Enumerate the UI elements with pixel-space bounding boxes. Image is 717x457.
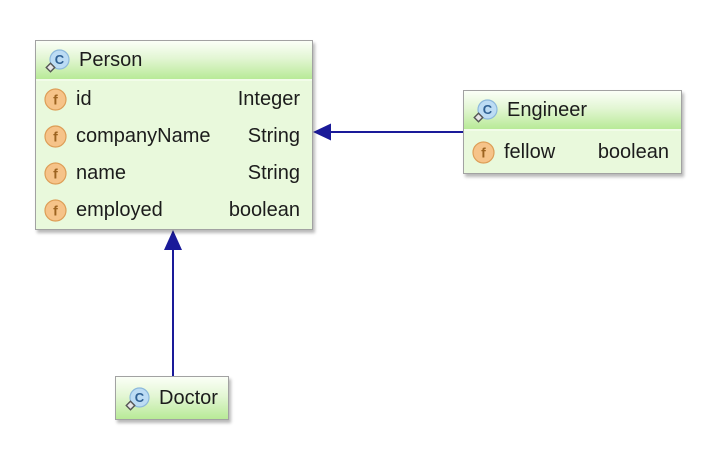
field-icon-letter: f (53, 203, 58, 219)
class-header-person[interactable]: C Person (36, 41, 312, 81)
field-type: Integer (237, 88, 300, 110)
class-title: Person (79, 48, 143, 71)
class-box-doctor[interactable]: C Doctor (115, 376, 229, 420)
class-icon-diamond (473, 111, 484, 123)
generalization-arrowhead-icon (313, 123, 331, 141)
field-type: String (247, 125, 300, 147)
class-body-person: f id Integer f companyName String f name (36, 81, 312, 229)
field-icon: f (44, 199, 67, 222)
class-icon-letter: C (55, 52, 65, 67)
class-title: Engineer (507, 98, 588, 121)
generalization-edge-doctor-person[interactable] (164, 230, 182, 376)
field-row-fellow[interactable]: f fellow boolean (464, 131, 681, 173)
field-icon: f (44, 125, 67, 148)
field-row-employed[interactable]: f employed boolean (36, 192, 312, 229)
field-row-name[interactable]: f name String (36, 155, 312, 192)
generalization-arrowhead-icon (164, 230, 182, 250)
class-box-engineer[interactable]: C Engineer f fellow boolean (463, 90, 682, 174)
class-header-engineer[interactable]: C Engineer (464, 91, 681, 131)
class-icon-diamond (45, 61, 56, 73)
field-icon-letter: f (481, 144, 486, 160)
field-row-companyName[interactable]: f companyName String (36, 118, 312, 155)
class-icon-diamond (125, 399, 136, 411)
field-name: employed (76, 199, 163, 221)
field-icon-letter: f (53, 92, 58, 108)
field-name: fellow (504, 140, 556, 163)
field-type: String (247, 162, 300, 184)
class-icon: C (473, 98, 498, 123)
field-name: name (76, 162, 127, 184)
class-icon: C (45, 48, 70, 73)
field-name: id (76, 88, 92, 110)
generalization-edge-engineer-person[interactable] (313, 123, 463, 141)
class-header-doctor[interactable]: C Doctor (116, 377, 228, 419)
class-icon-letter: C (135, 390, 145, 405)
field-icon: f (44, 88, 67, 111)
class-body-engineer: f fellow boolean (464, 131, 681, 173)
field-row-id[interactable]: f id Integer (36, 81, 312, 118)
field-icon-letter: f (53, 166, 58, 182)
class-icon: C (125, 386, 150, 411)
class-title: Doctor (159, 386, 218, 409)
class-box-person[interactable]: C Person f id Integer f companyName S (35, 40, 313, 230)
field-type: boolean (228, 199, 300, 221)
field-name: companyName (76, 125, 211, 147)
field-type: boolean (597, 140, 669, 163)
field-icon-letter: f (53, 129, 58, 145)
field-icon: f (44, 162, 67, 185)
field-icon: f (472, 140, 495, 164)
class-icon-letter: C (483, 102, 493, 117)
